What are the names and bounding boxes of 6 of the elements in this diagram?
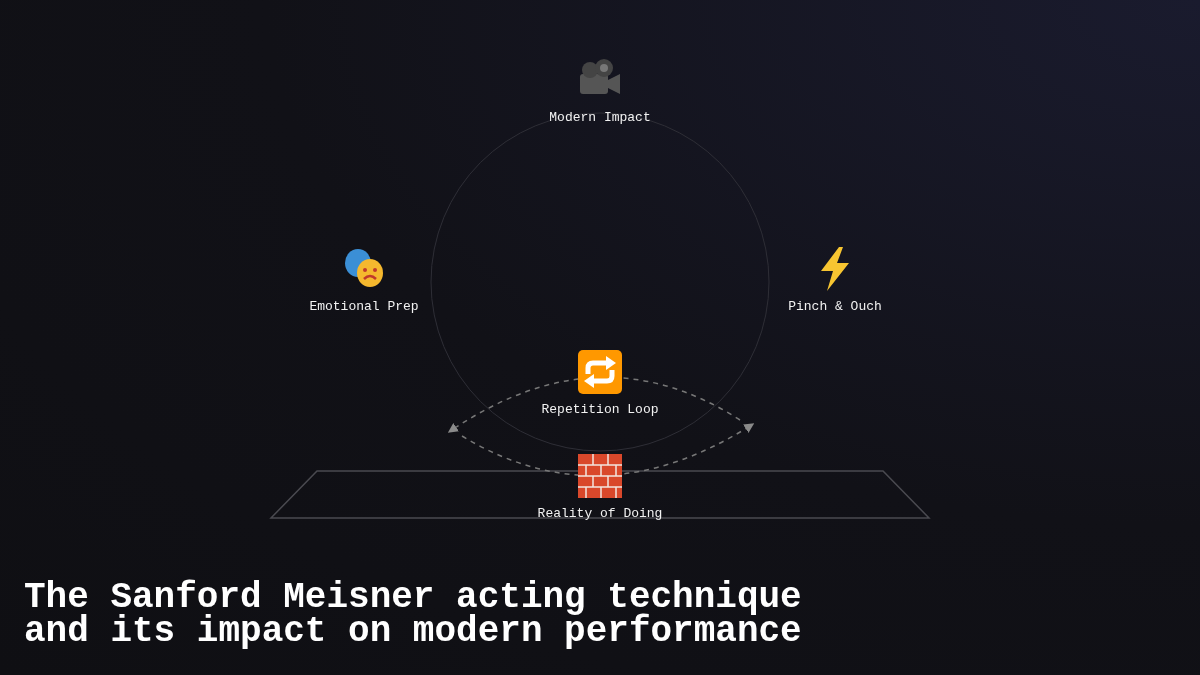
title: The Sanford Meisner acting technique and its impact on modern performance xyxy=(24,581,803,649)
node-label: Reality of Doing xyxy=(537,506,663,521)
node-label: Emotional Prep xyxy=(309,299,419,314)
node-label: Pinch & Ouch xyxy=(788,299,882,314)
node-label: Modern Impact xyxy=(549,110,651,125)
node-label: Repetition Loop xyxy=(541,402,659,417)
